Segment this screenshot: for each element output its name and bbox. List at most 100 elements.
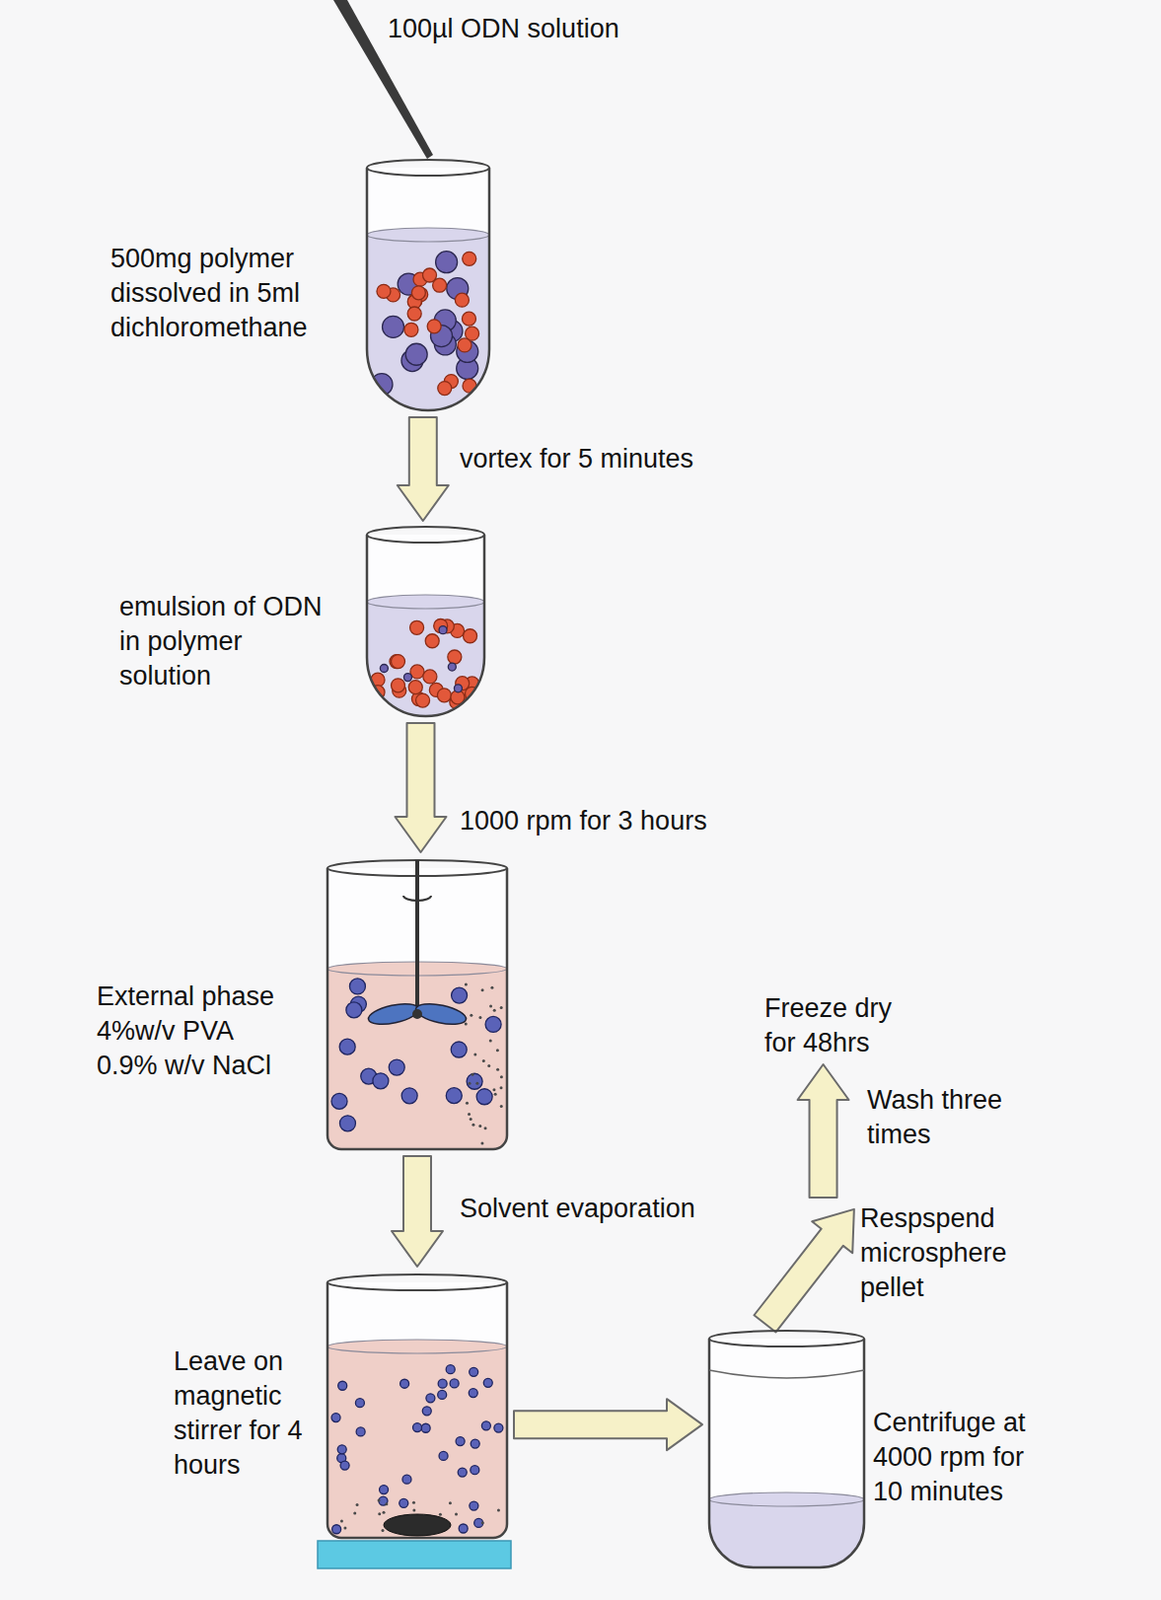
particle — [481, 1521, 485, 1524]
particle — [464, 982, 468, 986]
particle — [338, 1380, 348, 1390]
liquid-surface — [327, 1339, 508, 1354]
vessel-drawing — [363, 157, 493, 414]
particle — [469, 1367, 479, 1377]
particle — [493, 1009, 497, 1013]
particle — [494, 1423, 504, 1433]
particle — [470, 1439, 480, 1449]
particle — [476, 1088, 493, 1105]
vessel-drawing — [324, 1270, 510, 1541]
particle — [422, 1406, 432, 1416]
particle — [339, 1038, 356, 1055]
particle — [379, 664, 388, 673]
particle — [497, 1508, 501, 1512]
particle — [478, 1015, 482, 1019]
particle — [447, 650, 462, 664]
particle — [356, 1503, 360, 1507]
rotation-mark — [403, 895, 432, 901]
particle — [438, 626, 447, 635]
step-label: emulsion of ODN in polymer solution — [119, 589, 327, 694]
block-arrow — [798, 1064, 850, 1198]
particle — [454, 1512, 458, 1516]
step-label: External phase 4%w/v PVA 0.9% w/v NaCl — [96, 979, 294, 1084]
volume-label: 100µl ODN solution — [387, 11, 620, 47]
particle — [471, 1073, 475, 1077]
step-action-label: Solvent evaporation — [459, 1191, 696, 1227]
particle — [500, 1006, 504, 1010]
particle — [469, 1014, 473, 1017]
step-action-label: vortex for 5 minutes — [459, 441, 694, 477]
vessel-contents — [324, 1346, 510, 1541]
step-label: Freeze dry for 48hrs — [764, 991, 913, 1061]
vessel-step: External phase 4%w/v PVA 0.9% w/v NaCl — [324, 856, 510, 1153]
particle — [331, 1092, 348, 1109]
vessel-line — [709, 1370, 865, 1379]
particle — [447, 662, 456, 671]
particle — [480, 1141, 484, 1145]
particle — [438, 1513, 442, 1517]
stirrer-shaft — [415, 860, 420, 1015]
particle — [377, 1498, 381, 1502]
particle — [399, 1498, 409, 1508]
particle — [461, 311, 476, 326]
vessel-outline — [366, 534, 485, 717]
particle — [451, 987, 468, 1004]
vessel-outline — [327, 1282, 508, 1538]
particle — [485, 1015, 502, 1032]
particle — [377, 1512, 381, 1516]
block-arrow — [391, 1156, 443, 1267]
particle — [478, 1124, 482, 1128]
particle — [445, 1088, 462, 1104]
particle — [391, 678, 406, 693]
particle — [475, 1082, 479, 1086]
particle — [410, 620, 425, 635]
step-text: Freeze dry for 48hrs — [764, 991, 913, 1061]
particle — [496, 1048, 500, 1052]
particle — [402, 1474, 412, 1484]
particle — [339, 1115, 356, 1132]
particle — [390, 654, 405, 669]
particle — [413, 1423, 423, 1433]
vessel-step: Centrifuge at 4000 rpm for 10 minutes — [706, 1326, 868, 1571]
particle — [404, 322, 419, 337]
particle — [481, 988, 485, 992]
particle — [427, 319, 441, 334]
magnetic-stirrer-plate — [317, 1540, 511, 1569]
stir-bar — [383, 1514, 451, 1536]
vessel-contents — [363, 234, 493, 414]
step-text: Respspend microsphere pellet — [860, 1201, 1033, 1306]
liquid — [363, 234, 493, 414]
particle — [436, 688, 451, 703]
particle — [388, 1059, 405, 1076]
particle — [382, 1511, 386, 1515]
particle — [473, 1052, 477, 1056]
particle — [331, 1413, 341, 1423]
particle — [400, 1378, 410, 1388]
particle — [454, 292, 469, 307]
liquid-surface — [709, 1492, 865, 1507]
particle — [372, 1073, 389, 1089]
particle — [343, 1525, 347, 1529]
step-label: Respspend microsphere pellet — [860, 1201, 1033, 1306]
particle — [332, 1524, 342, 1534]
particle — [489, 1004, 493, 1008]
particle — [438, 1451, 448, 1460]
particle — [423, 669, 437, 684]
particle — [465, 1101, 469, 1105]
particle — [340, 1460, 350, 1470]
particle — [437, 1389, 447, 1399]
vessel-step: emulsion of ODN in polymer solution — [363, 524, 488, 720]
block-arrow — [395, 723, 447, 853]
step-label: Centrifuge at 4000 rpm for 10 minutes — [872, 1405, 1046, 1510]
particle — [482, 1059, 486, 1063]
particle — [449, 1378, 459, 1388]
particle — [421, 1423, 431, 1433]
vessel-drawing — [324, 856, 510, 1153]
particle — [484, 1126, 488, 1130]
particle — [455, 1437, 465, 1447]
step-action-label: Wash three times — [867, 1083, 1016, 1153]
vessel-drawing — [363, 524, 488, 720]
block-arrow — [513, 1398, 703, 1451]
propeller-hub — [412, 1009, 423, 1019]
particle — [437, 1378, 447, 1388]
